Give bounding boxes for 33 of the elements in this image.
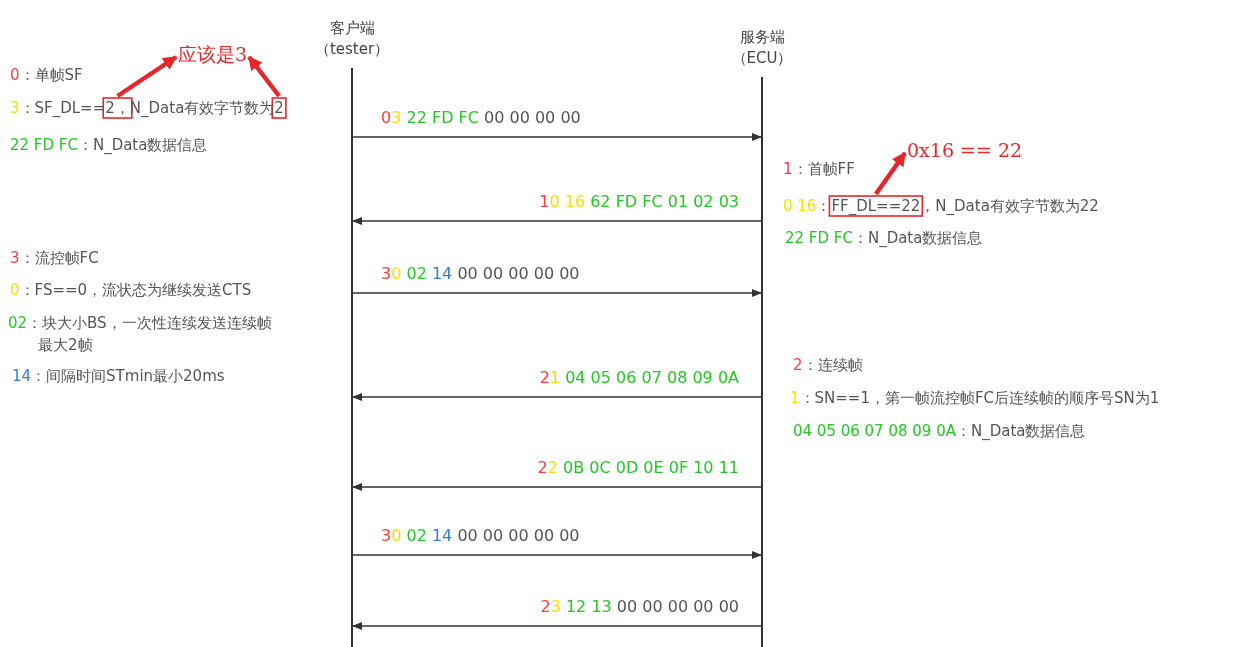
message-arrow: [352, 622, 762, 630]
message-label: 03 22 FD FC 00 00 00 00: [381, 108, 581, 128]
leader-arrow: [874, 151, 907, 196]
note-text: 1：SN==1，第一帧流控帧FC后连续帧的顺序号SN为1: [790, 388, 1160, 408]
message-arrow: [352, 217, 762, 225]
message-arrow: [352, 483, 762, 491]
message-label: 21 04 05 06 07 08 09 0A: [539, 368, 739, 388]
highlight-frame: [828, 195, 924, 217]
message-label: 23 12 13 00 00 00 00 00: [540, 597, 739, 617]
highlight-frame: [271, 97, 287, 119]
note-text: 14：间隔时间STmin最小20ms: [12, 366, 225, 386]
leader-arrow: [247, 55, 281, 98]
leader-arrow: [116, 55, 178, 98]
note-text: 02：块大小BS，一次性连续发送连续帧最大2帧: [8, 313, 273, 356]
note-text: 0：单帧SF: [10, 65, 83, 85]
note-text: 1：首帧FF: [783, 159, 855, 179]
note-text: 2：连续帧: [793, 355, 863, 375]
note-text: 3：流控帧FC: [10, 248, 99, 268]
message-label: 22 0B 0C 0D 0E 0F 10 11: [537, 458, 739, 478]
annotation-text: 应该是3: [178, 44, 248, 64]
message-arrow: [352, 133, 762, 141]
message-label: 30 02 14 00 00 00 00 00: [381, 264, 580, 284]
annotation-text: 0x16 == 22: [907, 140, 1023, 160]
note-text: 22 FD FC：N_Data数据信息: [785, 228, 983, 248]
message-label: 10 16 62 FD FC 01 02 03: [539, 192, 739, 212]
note-text: 04 05 06 07 08 09 0A：N_Data数据信息: [793, 421, 1086, 441]
message-arrow: [352, 393, 762, 401]
note-text: 0 16：FF_DL==22，N_Data有效字节数为22: [783, 196, 1099, 216]
message-label: 30 02 14 00 00 00 00 00: [381, 526, 580, 546]
note-text: 0：FS==0，流状态为继续发送CTS: [10, 280, 252, 300]
message-arrow: [352, 551, 762, 559]
note-text: 22 FD FC：N_Data数据信息: [10, 135, 208, 155]
message-arrow: [352, 289, 762, 297]
